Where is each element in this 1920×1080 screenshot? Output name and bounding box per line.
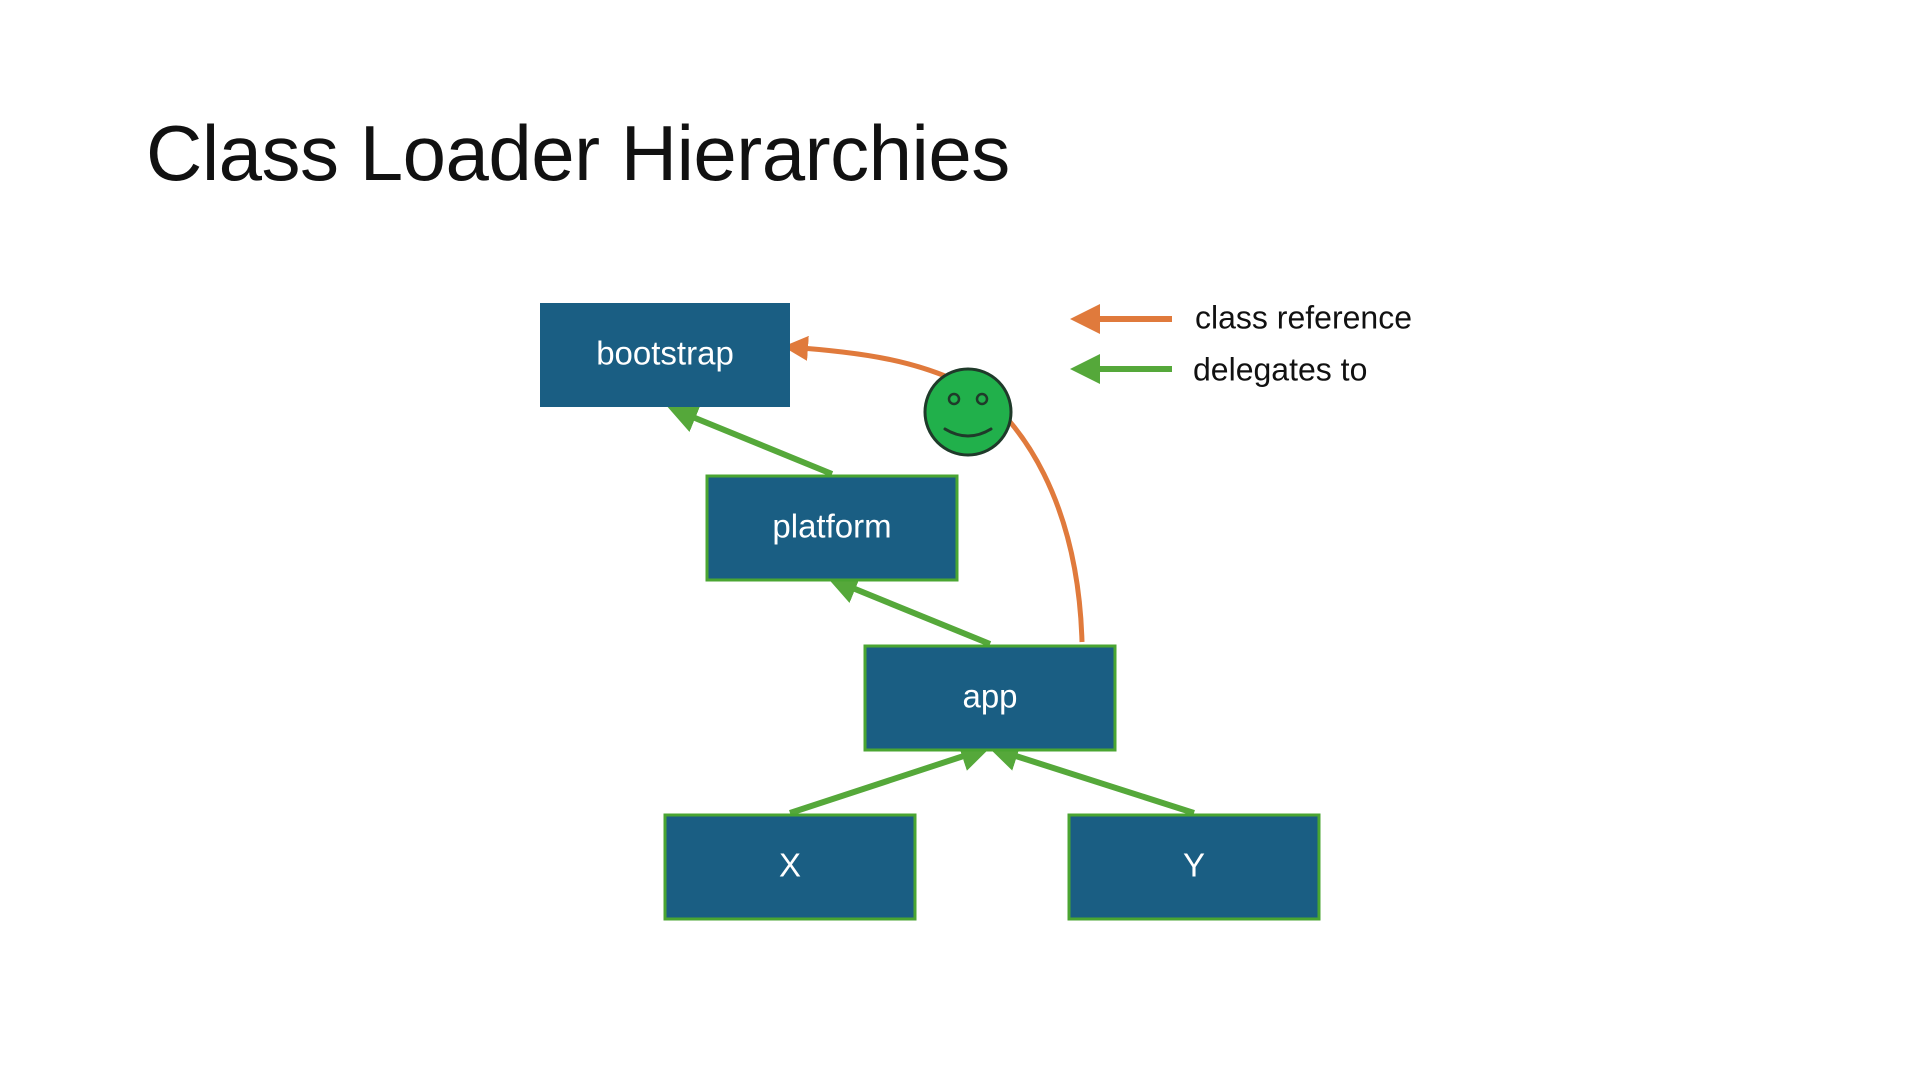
legend: class reference delegates to bbox=[1070, 299, 1412, 387]
slide-title: Class Loader Hierarchies bbox=[146, 109, 1010, 197]
node-platform: platform bbox=[705, 474, 959, 582]
node-app: app bbox=[863, 644, 1117, 752]
delegates-arrow-x-to-app bbox=[789, 742, 991, 816]
node-platform-label: platform bbox=[772, 508, 891, 545]
node-x: X bbox=[663, 813, 917, 921]
node-bootstrap-label: bootstrap bbox=[596, 335, 734, 372]
smiley-face-icon bbox=[923, 367, 1013, 457]
legend-class-reference-label: class reference bbox=[1195, 299, 1412, 335]
legend-delegates-label: delegates to bbox=[1193, 351, 1367, 387]
delegates-arrow-app-to-platform bbox=[827, 575, 992, 647]
node-x-label: X bbox=[779, 847, 801, 884]
node-y-label: Y bbox=[1183, 847, 1205, 884]
node-app-label: app bbox=[962, 678, 1017, 715]
node-bootstrap: bootstrap bbox=[540, 303, 790, 407]
delegates-arrow-y-to-app bbox=[988, 742, 1195, 816]
node-y: Y bbox=[1067, 813, 1321, 921]
delegates-arrow-platform-to-bootstrap bbox=[667, 404, 834, 477]
